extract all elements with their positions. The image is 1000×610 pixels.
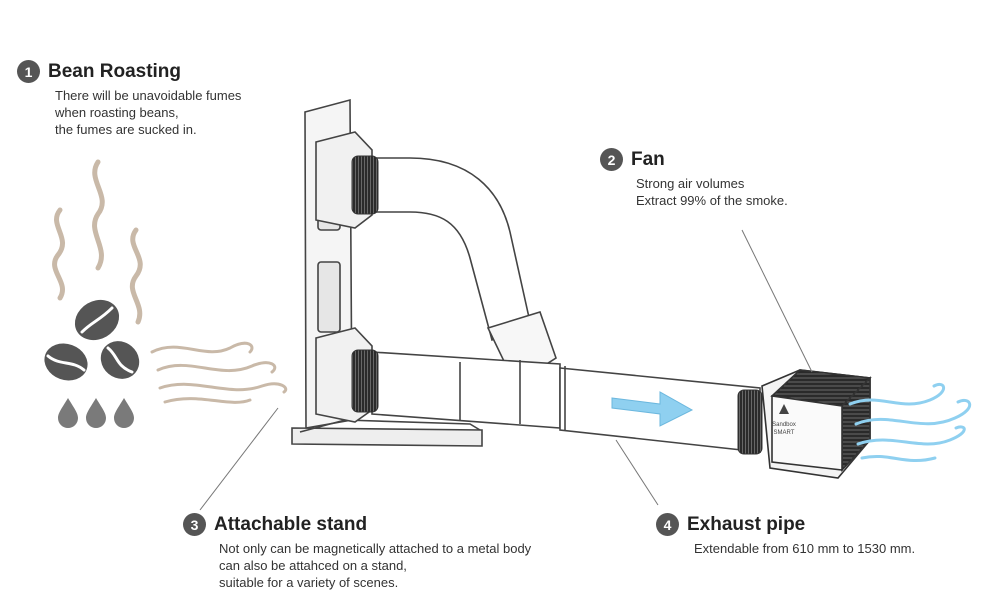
coffee-bean-icon [44, 299, 140, 381]
description-line: when roasting beans, [55, 105, 179, 120]
callout-header: 2 Fan [600, 148, 788, 171]
wind-icon [848, 383, 972, 463]
callout-exhaust-pipe: 4 Exhaust pipe Extendable from 610 mm to… [656, 513, 915, 557]
upper-pipe [371, 157, 557, 386]
callout-description: Extendable from 610 mm to 1530 mm. [694, 540, 915, 557]
callout-title: Attachable stand [214, 513, 368, 535]
smoke-icon [52, 159, 143, 325]
description-line: Not only can be magnetically attached to… [219, 541, 532, 556]
callout-title: Bean Roasting [48, 60, 182, 82]
smoke-wisp-left [52, 207, 66, 301]
callout-title: Exhaust pipe [687, 513, 806, 535]
callout-header: 1 Bean Roasting [17, 60, 241, 83]
droplet-1 [58, 398, 78, 428]
coffee-bean-right [100, 341, 140, 379]
callout-header: 3 Attachable stand [183, 513, 531, 536]
fan-logo-line2: SMART [774, 430, 795, 436]
fume-wave-icon [150, 341, 288, 404]
callout-bean-roasting: 1 Bean Roasting There will be unavoidabl… [17, 60, 241, 138]
leader-line-stand [199, 407, 279, 511]
callout-attachable-stand: 3 Attachable stand Not only can be magne… [183, 513, 531, 591]
description-line: Extract 99% of the smoke. [636, 193, 788, 208]
smoke-wisp-right [129, 227, 143, 325]
pipe-collars [351, 155, 763, 455]
step-number-badge: 3 [183, 513, 206, 536]
droplet-icon [58, 398, 134, 428]
leader-lines [199, 229, 813, 511]
smoke-wisp-middle [92, 159, 105, 271]
description-line: There will be unavoidable fumes [55, 88, 242, 103]
callout-fan: 2 Fan Strong air volumes Extract 99% of … [600, 148, 788, 209]
leader-line-fan [741, 229, 813, 373]
callout-description: Not only can be magnetically attached to… [219, 540, 531, 591]
callout-title: Fan [631, 148, 665, 170]
callout-description: Strong air volumes Extract 99% of the sm… [636, 175, 788, 209]
fan-logo-line1: Sandbox [772, 422, 796, 428]
airflow-arrow-icon [611, 391, 694, 427]
step-number-badge: 1 [17, 60, 40, 83]
step-number-badge: 2 [600, 148, 623, 171]
description-line: the fumes are sucked in. [55, 122, 197, 137]
description-line: suitable for a variety of scenes. [219, 575, 399, 590]
leader-line-pipe [615, 439, 659, 506]
callout-description: There will be unavoidable fumes when roa… [55, 87, 241, 138]
fan-logo: Sandbox SMART [772, 404, 796, 436]
droplet-3 [114, 398, 134, 428]
description-line: Extendable from 610 mm to 1530 mm. [694, 541, 916, 556]
droplet-2 [86, 398, 106, 428]
description-line: Strong air volumes [636, 176, 745, 191]
description-line: can also be attahced on a stand, [219, 558, 407, 573]
fan-unit [761, 369, 872, 479]
step-number-badge: 4 [656, 513, 679, 536]
callout-header: 4 Exhaust pipe [656, 513, 915, 536]
